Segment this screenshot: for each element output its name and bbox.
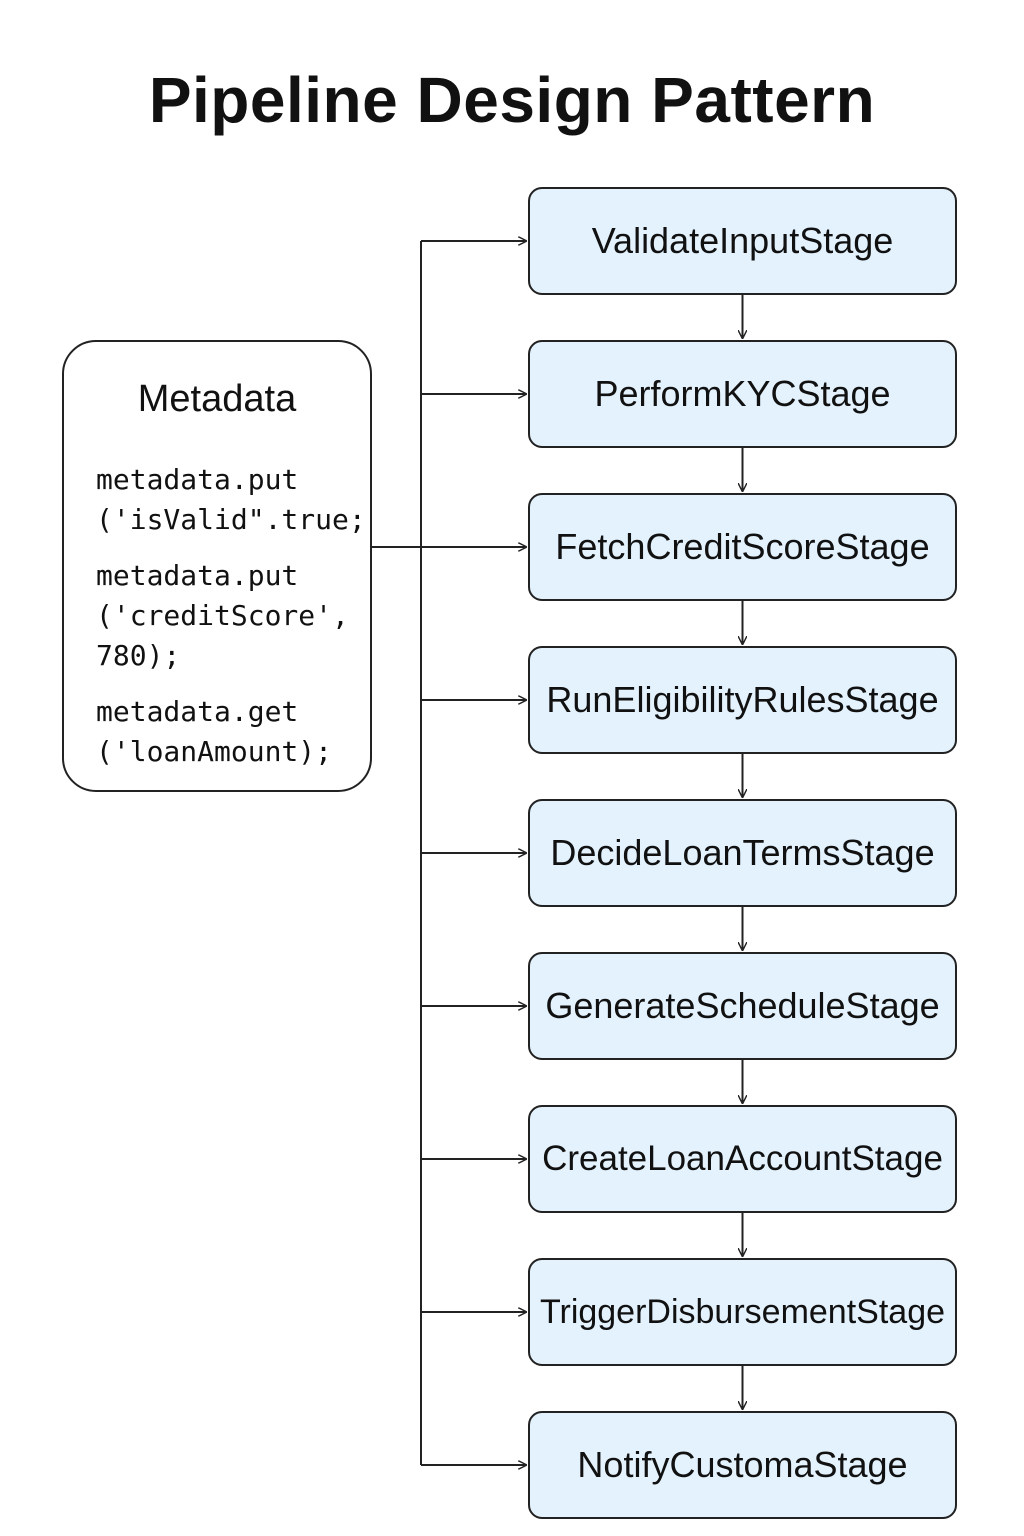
code-line: ('creditScore', bbox=[96, 599, 349, 632]
code-line: metadata.put bbox=[96, 463, 299, 496]
stage-label: NotifyCustomaStage bbox=[577, 1444, 908, 1485]
code-line: ('isValid".true; bbox=[96, 503, 366, 536]
stage-generate-schedule: GenerateScheduleStage bbox=[528, 952, 957, 1060]
stage-validate-input: ValidateInputStage bbox=[528, 187, 957, 295]
stage-decide-loan-terms: DecideLoanTermsStage bbox=[528, 799, 957, 907]
code-line: 780); bbox=[96, 639, 181, 672]
stage-create-loan-account: CreateLoanAccountStage bbox=[528, 1105, 957, 1213]
metadata-box: Metadata metadata.put ('isValid".true; m… bbox=[62, 340, 372, 792]
code-statement: metadata.put ('isValid".true; bbox=[96, 460, 366, 540]
stage-run-eligibility-rules: RunEligibilityRulesStage bbox=[528, 646, 957, 754]
stage-label: PerformKYCStage bbox=[594, 373, 891, 414]
stage-notify-customer: NotifyCustomaStage bbox=[528, 1411, 957, 1519]
code-line: ('loanAmount); bbox=[96, 735, 333, 768]
stage-label: FetchCreditScoreStage bbox=[555, 526, 930, 567]
code-statement: metadata.put ('creditScore', 780); bbox=[96, 556, 366, 676]
stage-label: CreateLoanAccountStage bbox=[542, 1139, 943, 1178]
page-title: Pipeline Design Pattern bbox=[148, 64, 876, 136]
stage-perform-kyc: PerformKYCStage bbox=[528, 340, 957, 448]
stage-label: GenerateScheduleStage bbox=[545, 985, 940, 1026]
stage-label: TriggerDisbursementStage bbox=[539, 1293, 946, 1331]
metadata-code: metadata.put ('isValid".true; metadata.p… bbox=[96, 460, 366, 788]
code-statement: metadata.get ('loanAmount); bbox=[96, 692, 366, 772]
code-line: metadata.get bbox=[96, 695, 299, 728]
metadata-title: Metadata bbox=[137, 378, 297, 420]
stage-label: RunEligibilityRulesStage bbox=[546, 679, 939, 720]
stage-label: ValidateInputStage bbox=[591, 220, 894, 261]
stage-fetch-credit-score: FetchCreditScoreStage bbox=[528, 493, 957, 601]
code-line: metadata.put bbox=[96, 559, 299, 592]
stage-label: DecideLoanTermsStage bbox=[550, 832, 935, 873]
stage-trigger-disbursement: TriggerDisbursementStage bbox=[528, 1258, 957, 1366]
